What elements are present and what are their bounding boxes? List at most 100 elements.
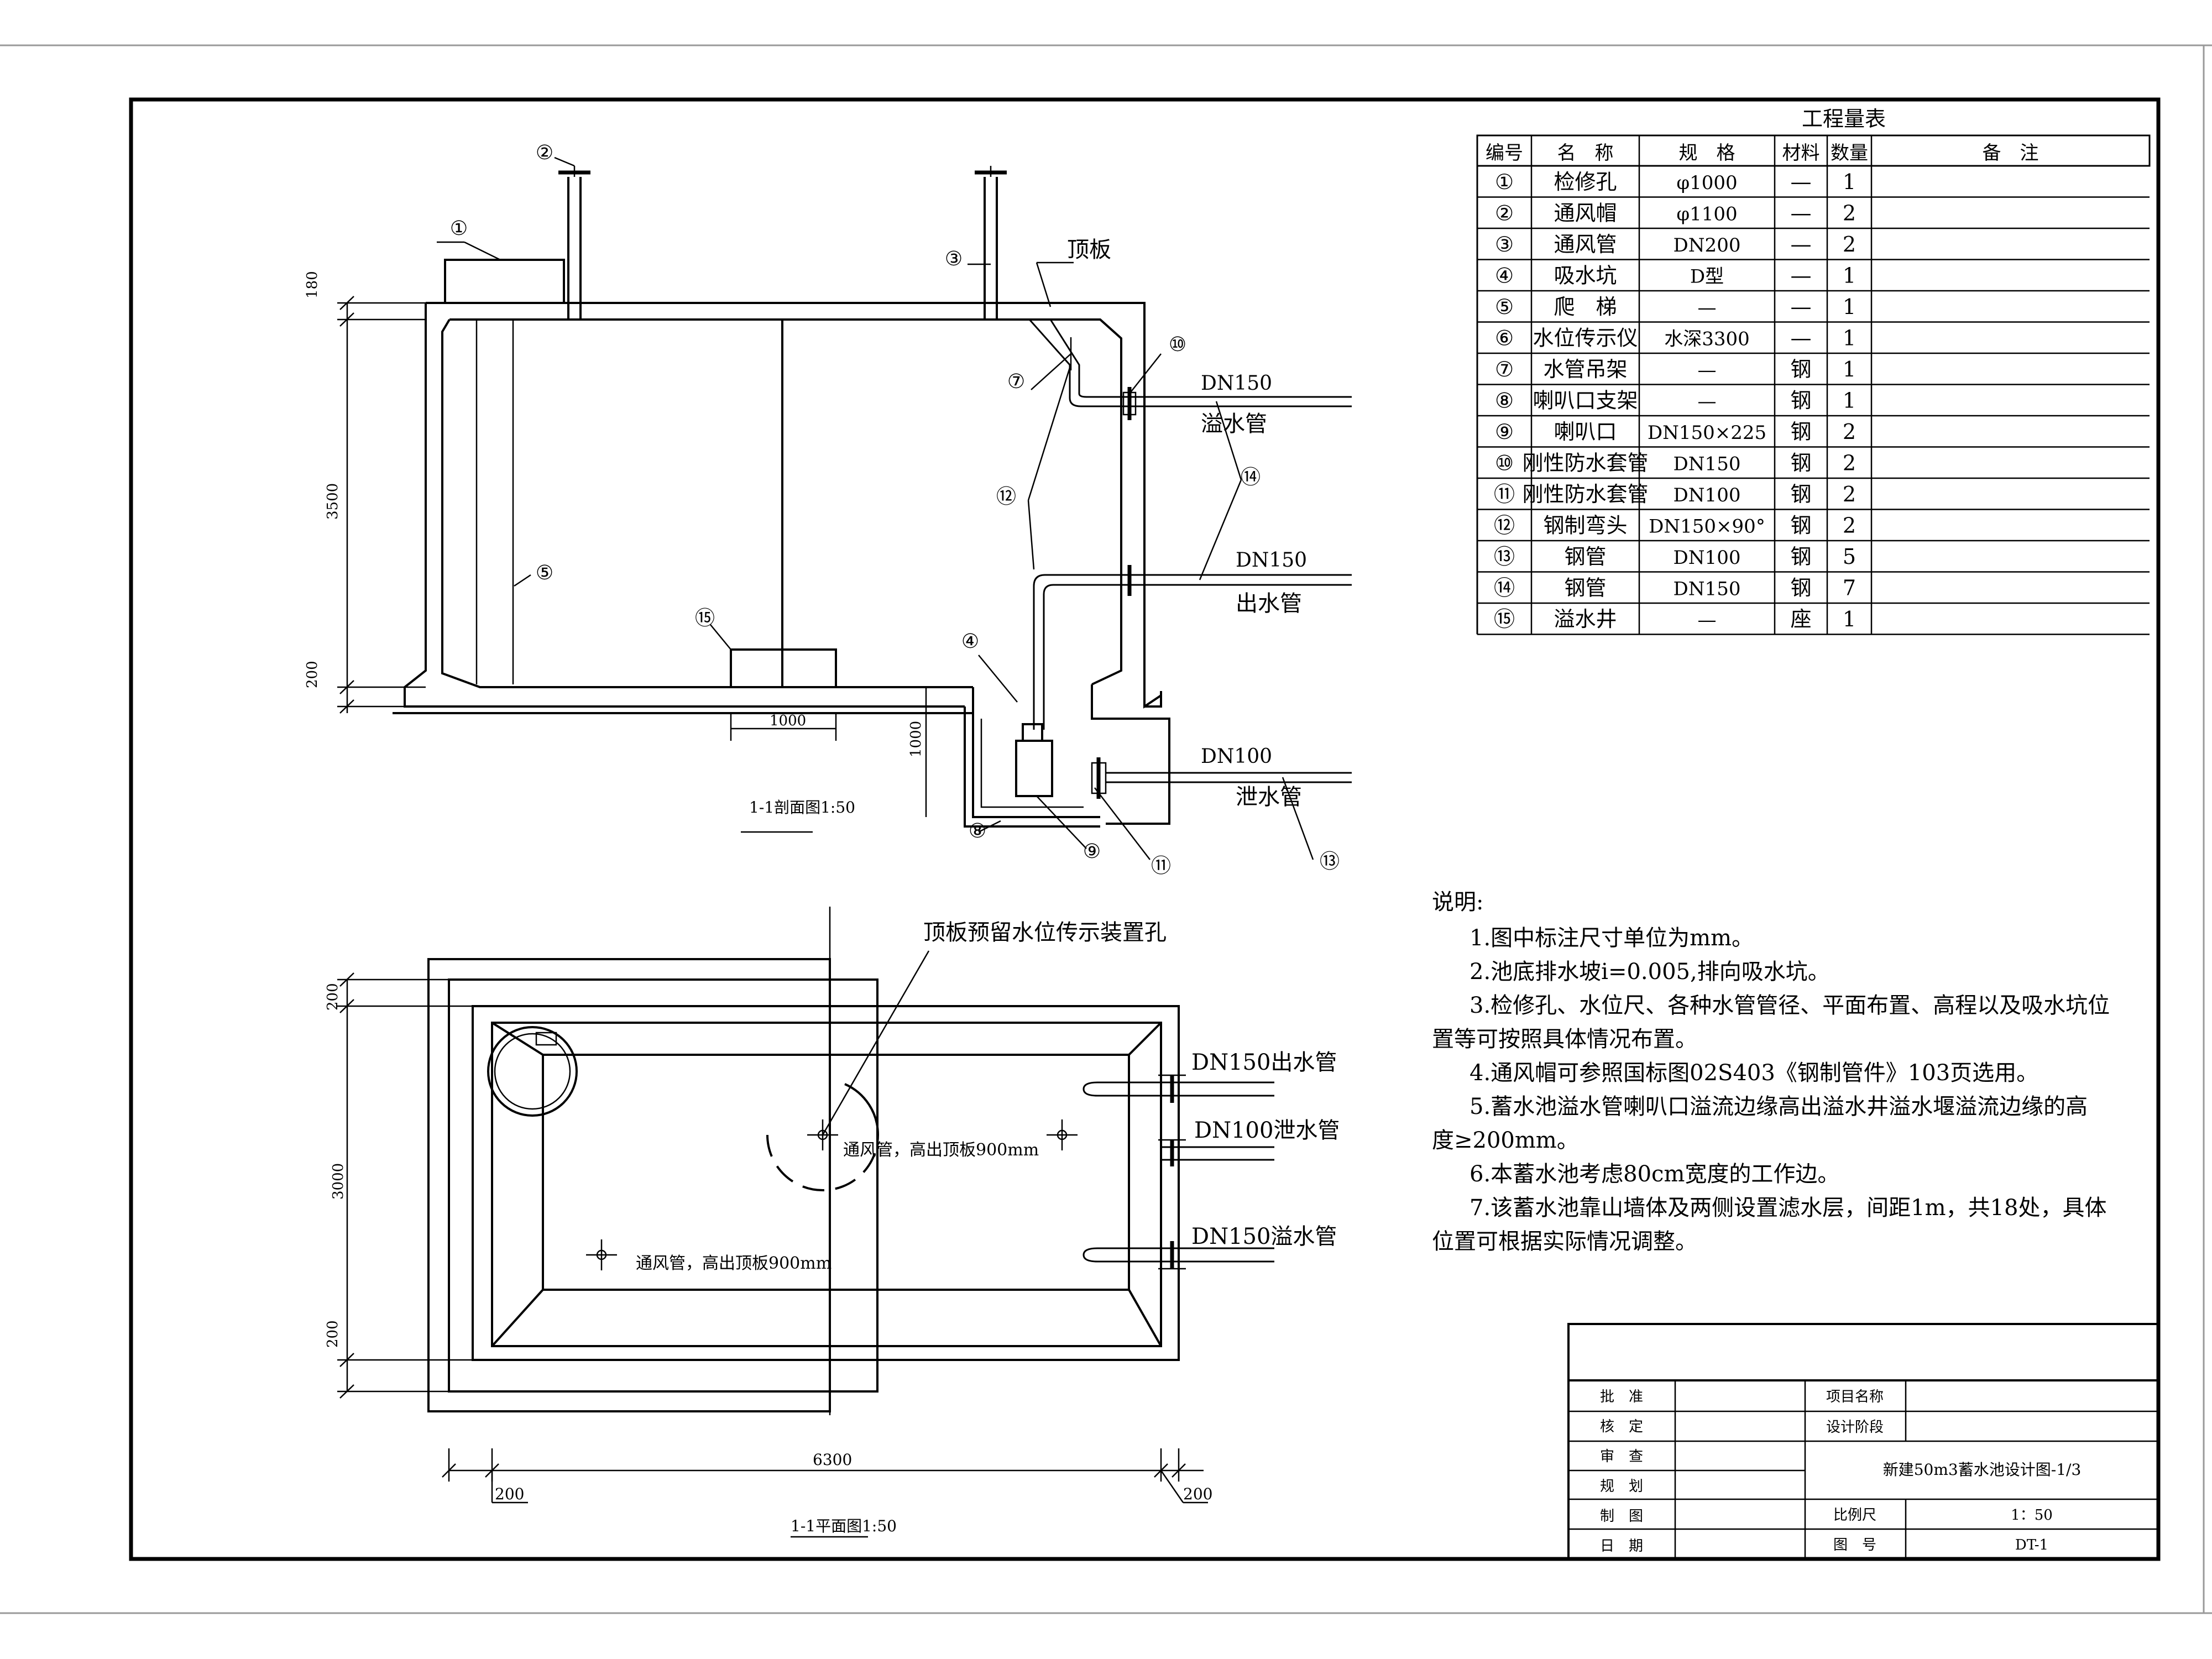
table-cell: — (1698, 359, 1717, 381)
plan-dim-bottom: 200 (325, 1320, 341, 1348)
note-line: 2.池底排水坡i=0.005,排向吸水坑。 (1470, 959, 1830, 985)
callout-2: ② (536, 142, 553, 164)
table-cell: 钢 (1790, 357, 1811, 381)
table-cell: — (1698, 609, 1717, 631)
callout-5: ⑤ (536, 562, 553, 584)
table-cell: 钢管 (1564, 545, 1606, 569)
vent-pipe-2 (975, 166, 1007, 320)
plan-vent1-label: 通风管，高出顶板900mm (843, 1140, 1039, 1160)
plan-outlet-label: DN150出水管 (1191, 1050, 1337, 1075)
title-block: 批 准核 定审 查规 划制 图日 期 项目名称 设计阶段 新建50m3蓄水池设计… (1567, 1323, 2159, 1560)
table-cell: ① (1495, 170, 1514, 194)
drain-name-label: 泄水管 (1236, 784, 1302, 810)
tb-row-label: 审 查 (1600, 1448, 1643, 1465)
table-cell: DN150 (1674, 453, 1741, 475)
table-cell: 2 (1843, 232, 1856, 257)
table-cell: 水位传示仪 (1533, 326, 1638, 350)
table-cell: — (1698, 391, 1717, 413)
table-cell: 钢 (1790, 451, 1811, 475)
table-cell: 刚性防水套管 (1522, 482, 1648, 506)
section-callouts: ② ① ③ ⑩ ⑦ ⑫ ⑭ ⑤ ⑮ ④ ⑧ ⑨ ⑪ ⑬ (450, 142, 1340, 877)
table-cell: 1 (1843, 170, 1856, 194)
plan-vent2-label: 通风管，高出顶板900mm (636, 1254, 832, 1273)
callout-1: ① (450, 217, 468, 240)
callout-9: ⑨ (1083, 840, 1101, 863)
table-cell: ⑩ (1495, 451, 1514, 475)
table-cell: ⑧ (1495, 389, 1514, 413)
section-view (337, 156, 1352, 860)
plan-hole-label: 顶板预留水位传示装置孔 (923, 920, 1167, 945)
note-line: 6.本蓄水池考虑80cm宽度的工作边。 (1470, 1161, 1839, 1187)
tb-scale-label: 比例尺 (1833, 1507, 1876, 1524)
table-cell: 吸水坑 (1554, 264, 1617, 288)
table-cell: 钢制弯头 (1543, 514, 1627, 538)
table-cell: 5 (1843, 545, 1856, 569)
tb-project-label: 项目名称 (1826, 1389, 1884, 1405)
table-cell: 2 (1843, 451, 1856, 475)
table-cell: ③ (1495, 232, 1514, 257)
tb-number-value: DT-1 (2015, 1537, 2048, 1553)
table-cell: ⑬ (1494, 545, 1515, 569)
callout-12: ⑫ (996, 485, 1016, 508)
table-cell: 7 (1843, 576, 1856, 600)
table-cell: ② (1495, 201, 1514, 226)
table-cell: 钢 (1790, 576, 1811, 600)
drawing-frame (129, 97, 2161, 1561)
note-line: 1.图中标注尺寸单位为mm。 (1470, 925, 1754, 951)
note-line: 4.通风帽可参照国标图02S403《钢制管件》103页选用。 (1470, 1060, 2038, 1086)
table-cell: ⑭ (1494, 576, 1515, 600)
table-cell: 2 (1843, 201, 1856, 226)
callout-13: ⑬ (1320, 850, 1340, 873)
table-cell: 通风帽 (1554, 201, 1617, 226)
table-cell: ⑫ (1494, 514, 1515, 538)
table-cell: 喇叭口 (1554, 420, 1617, 444)
drain-size-label: DN100 (1201, 745, 1272, 768)
table-cell: — (1791, 264, 1812, 288)
table-cell: 通风管 (1554, 232, 1617, 257)
table-header-cell: 规 格 (1679, 142, 1735, 164)
table-cell: 座 (1790, 607, 1811, 631)
outlet-size-label: DN150 (1236, 549, 1307, 572)
plan-title: 1-1平面图1:50 (791, 1517, 897, 1535)
overflow-size-label: DN150 (1201, 372, 1272, 395)
notes-heading: 说明: (1432, 889, 1483, 915)
table-cell: 刚性防水套管 (1522, 451, 1648, 475)
plan-overflow-label: DN150溢水管 (1191, 1224, 1337, 1249)
note-line: 置等可按照具体情况布置。 (1432, 1027, 1697, 1052)
table-cell: 钢 (1790, 514, 1811, 538)
table-cell: — (1791, 170, 1812, 194)
table-header-cell: 名 称 (1557, 142, 1614, 164)
table-cell: 2 (1843, 482, 1856, 506)
callout-11: ⑪ (1151, 855, 1171, 877)
table-cell: — (1791, 326, 1812, 350)
table-cell: ⑤ (1495, 295, 1514, 319)
roof-label: 顶板 (1067, 237, 1111, 263)
table-cell: ⑨ (1495, 420, 1514, 444)
tb-scale-value: 1：50 (2011, 1507, 2053, 1524)
ladder (475, 321, 514, 684)
callout-4: ④ (961, 630, 979, 653)
table-cell: 钢 (1790, 482, 1811, 506)
note-line: 度≥200mm。 (1432, 1128, 1579, 1153)
table-cell: 检修孔 (1554, 170, 1617, 194)
table-header-cell: 备 注 (1983, 142, 2039, 164)
dim-height-3500: 3500 (325, 483, 341, 520)
note-line: 7.该蓄水池靠山墙体及两侧设置滤水层，间距1m，共18处，具体 (1470, 1195, 2106, 1221)
plan-dim-right: 200 (1183, 1485, 1212, 1503)
overflow-name-label: 溢水管 (1201, 411, 1267, 437)
tb-row-label: 规 划 (1600, 1478, 1643, 1495)
table-cell: ⑥ (1495, 326, 1514, 350)
dim-pit-width-1000: 1000 (770, 713, 806, 729)
table-cell: 2 (1843, 514, 1856, 538)
table-cell: DN150×225 (1648, 422, 1766, 444)
plan-dim-top: 200 (325, 983, 341, 1011)
note-line: 3.检修孔、水位尺、各种水管管径、平面布置、高程以及吸水坑位 (1470, 993, 2110, 1018)
table-title: 工程量表 (1802, 107, 1886, 131)
tb-row-label: 制 图 (1600, 1508, 1643, 1525)
table-cell: 水管吊架 (1543, 357, 1627, 381)
table-cell: — (1791, 201, 1812, 226)
plan-dim-left: 200 (495, 1485, 524, 1503)
callout-3: ③ (945, 248, 963, 270)
table-cell: — (1698, 297, 1717, 319)
